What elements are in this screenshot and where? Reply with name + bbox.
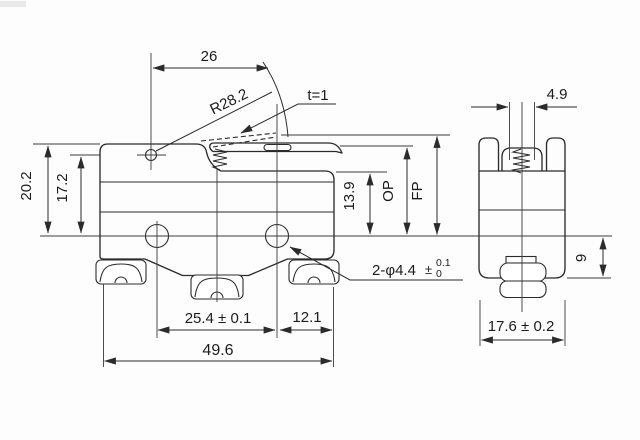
label-fp: FP	[409, 181, 426, 200]
lever-slot	[263, 143, 292, 152]
label-13-9: 13.9	[341, 181, 358, 210]
terminal-right-slot	[307, 276, 321, 284]
dim-total-width: 49.6	[103, 342, 333, 365]
lever-free-position-top	[200, 132, 277, 142]
lever-blade	[209, 142, 343, 154]
holes-leader-line	[289, 246, 463, 281]
label-op: OP	[380, 180, 397, 202]
terminal-left	[95, 259, 147, 285]
terminal-right	[288, 259, 340, 285]
label-holes-tol-upper: 0.1	[436, 257, 451, 269]
dim-hole-to-edge: 12.1	[279, 309, 333, 334]
lever-free-position-bottom	[212, 136, 277, 148]
dim-total-height: 20.2	[18, 145, 52, 234]
label-4-9: 4.9	[547, 86, 568, 103]
spring-side	[510, 148, 531, 174]
label-49-6: 49.6	[202, 342, 233, 359]
label-9: 9	[573, 254, 590, 262]
dim-plunger-width: 4.9	[471, 86, 577, 111]
switch-case-outline	[99, 143, 335, 277]
side-terminal-plate	[505, 255, 537, 264]
dim-free-position: FP	[409, 135, 441, 236]
label-26: 26	[201, 48, 218, 65]
thickness-leader-line	[240, 103, 336, 134]
side-ear-left	[478, 137, 500, 172]
label-holes: 2-φ4.4	[372, 262, 416, 279]
label-holes-tol-lower: 0	[436, 268, 442, 280]
dim-base-height: 9	[573, 237, 607, 277]
label-20-2: 20.2	[18, 171, 35, 200]
terminal-left-slot	[114, 276, 128, 284]
side-ear-right	[545, 137, 566, 172]
dim-lever-radius: R28.2	[155, 86, 273, 152]
label-t1: t=1	[307, 87, 328, 104]
lever-swing-arc	[262, 61, 289, 138]
label-holes-tol-sign: ±	[425, 262, 432, 277]
dim-lever-offset: 26	[152, 48, 269, 72]
dim-operating-position: OP	[380, 147, 411, 235]
terminal-right-dome	[292, 263, 336, 283]
side-case-outline	[478, 170, 566, 279]
dim-lever-thickness: t=1	[240, 87, 336, 134]
label-25-4: 25.4 ± 0.1	[185, 310, 252, 327]
dim-mounting-holes-note: 2-φ4.4 ± 0.1 0	[289, 246, 463, 281]
side-terminal-lower	[499, 280, 547, 299]
radius-leader-line	[155, 91, 273, 152]
dim-body-depth: 17.6 ± 0.2	[480, 318, 565, 344]
dim-hole-pitch: 25.4 ± 0.1	[157, 310, 276, 334]
label-17-2: 17.2	[54, 173, 71, 202]
label-17-6: 17.6 ± 0.2	[488, 318, 555, 335]
side-terminal-upper	[499, 262, 547, 283]
extension-lines	[33, 53, 612, 367]
label-12-1: 12.1	[292, 309, 321, 326]
dim-pivot-height: 17.2	[54, 156, 85, 234]
scan-artifact	[0, 1, 26, 7]
side-view	[478, 137, 566, 299]
terminal-left-dome	[99, 263, 143, 283]
spring-front	[211, 148, 228, 171]
dim-body-height: 13.9	[341, 173, 374, 235]
